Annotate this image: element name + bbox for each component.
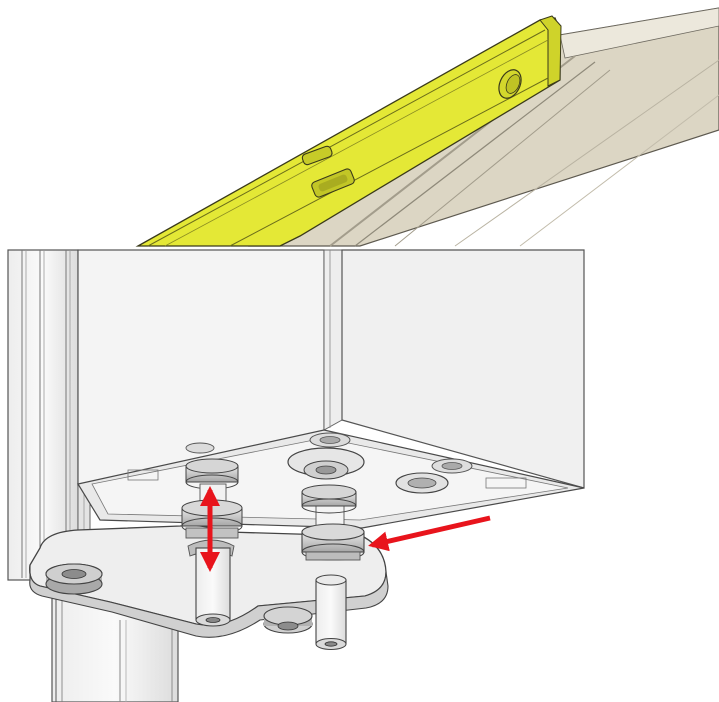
yellow-bar (135, 15, 562, 247)
foot-center (263, 606, 313, 634)
small-slot-icon (301, 145, 333, 166)
upper-nut-right (301, 484, 357, 514)
spacer-bolt-right (301, 484, 365, 650)
foot-left (45, 563, 103, 595)
indicated-nut (301, 523, 365, 561)
nut-indicator-arrow (368, 515, 491, 552)
rail-detail-panel (135, 7, 719, 247)
bracket-detail-panel (7, 249, 585, 702)
upper-nut-left (185, 458, 239, 490)
